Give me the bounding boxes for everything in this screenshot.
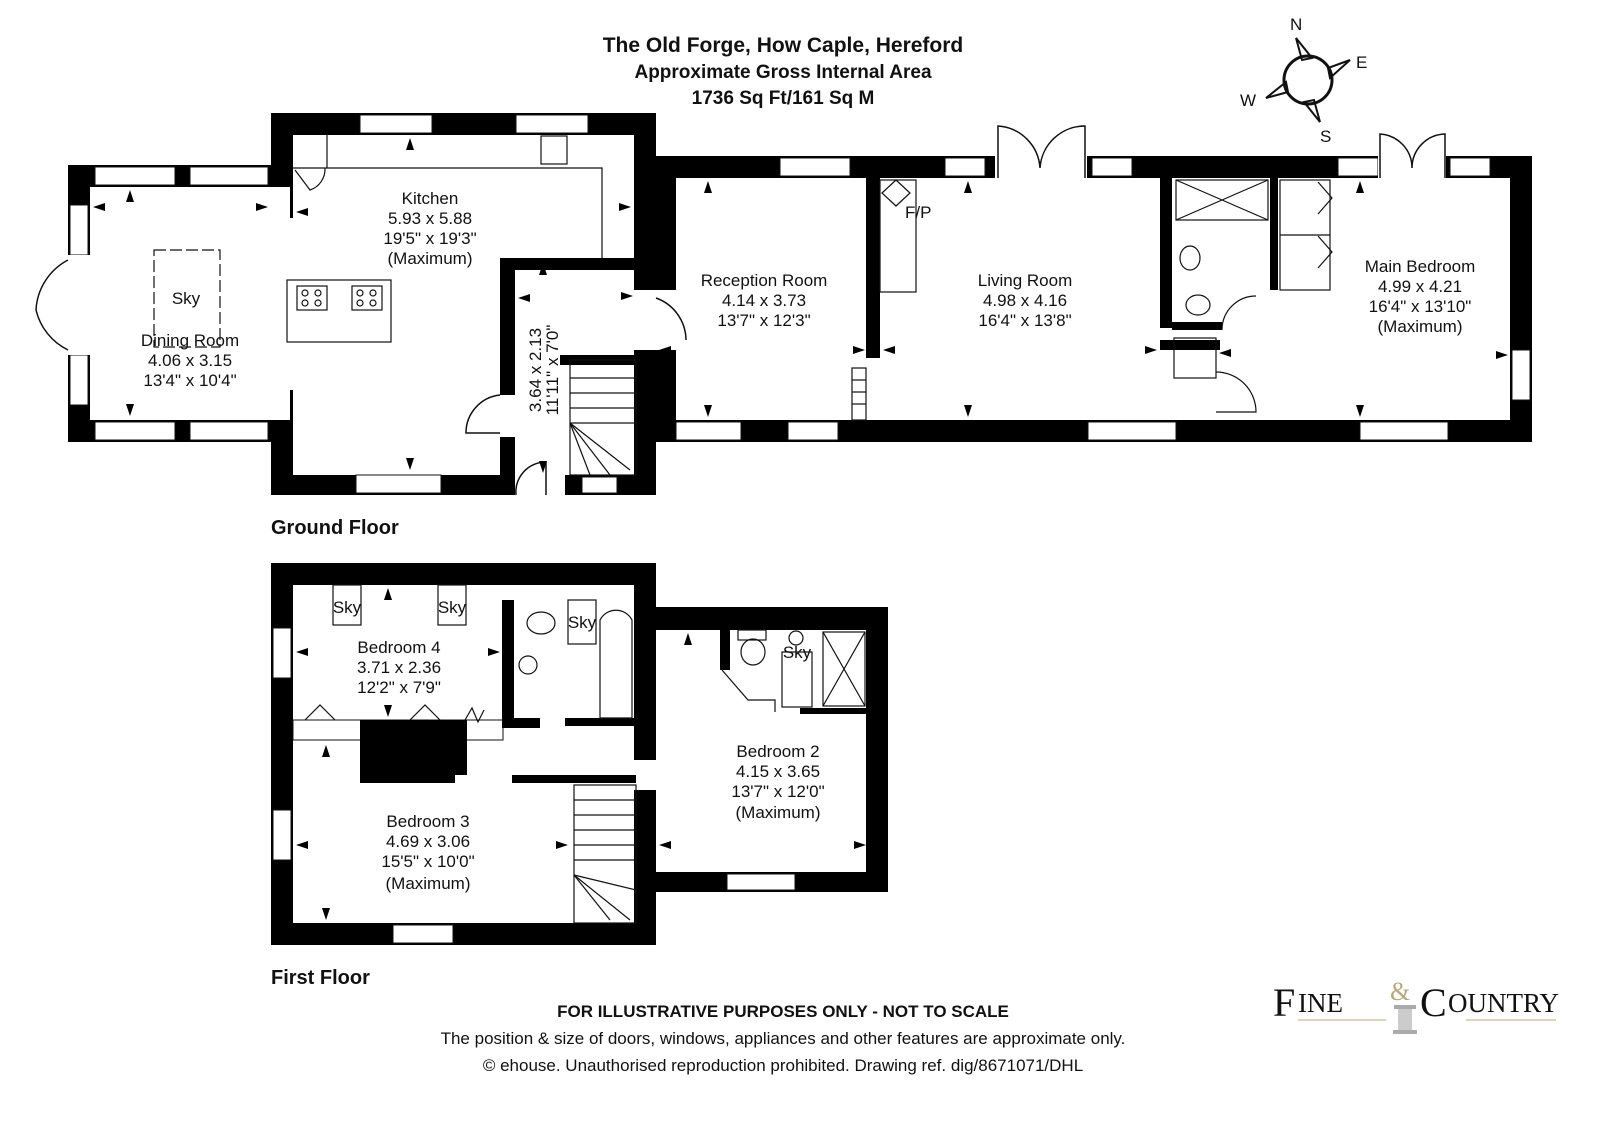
bedroom3-name: Bedroom 3	[386, 812, 469, 831]
reception-room-metric: 4.14 x 3.73	[722, 291, 806, 310]
main-bedroom-imperial: 16'4" x 13'10"	[1369, 297, 1472, 316]
kitchen-imperial: 19'5" x 19'3"	[383, 229, 476, 248]
dining-sky-label: Sky	[172, 289, 201, 308]
plan-subtitle: Approximate Gross Internal Area	[634, 62, 931, 83]
bedroom2-metric: 4.15 x 3.65	[736, 762, 820, 781]
first-floor-labels: Sky Sky Sky Sky Bedroom 4 3.71 x 2.36 12…	[271, 598, 825, 989]
plan-title: The Old Forge, How Caple, Hereford	[603, 34, 964, 57]
compass-n: N	[1290, 15, 1302, 34]
fine-country-logo: F INE & C OUNTRY	[1273, 977, 1559, 1034]
main-bedroom-metric: 4.99 x 4.21	[1378, 277, 1462, 296]
bedroom4-sky-1: Sky	[333, 598, 362, 617]
dining-room-imperial: 13'4" x 10'4"	[143, 371, 236, 390]
living-room-imperial: 16'4" x 13'8"	[978, 311, 1071, 330]
first-floor-walls	[271, 563, 888, 945]
bedroom2-imperial: 13'7" x 12'0"	[731, 782, 824, 801]
dining-room-name: Dining Room	[141, 331, 239, 350]
kitchen-note: (Maximum)	[388, 249, 473, 268]
hall-metric: 3.64 x 2.13	[526, 328, 545, 412]
compass-icon: N E S W	[1240, 15, 1367, 146]
reception-room-imperial: 13'7" x 12'3"	[717, 311, 810, 330]
bedroom3-note: (Maximum)	[386, 874, 471, 893]
fireplace-label: F/P	[905, 203, 931, 222]
hall-imperial: 11'11" x 7'0"	[543, 325, 562, 416]
living-room-metric: 4.98 x 4.16	[983, 291, 1067, 310]
bedroom4-name: Bedroom 4	[357, 638, 440, 657]
kitchen-island	[286, 279, 392, 343]
bedroom4-sky-2: Sky	[438, 598, 467, 617]
first-floor-label: First Floor	[271, 967, 370, 989]
bedroom2-note: (Maximum)	[736, 803, 821, 822]
footer-line-2: The position & size of doors, windows, a…	[441, 1029, 1126, 1048]
bedroom2-name: Bedroom 2	[736, 742, 819, 761]
bedroom3-imperial: 15'5" x 10'0"	[381, 852, 474, 871]
compass-w: W	[1240, 91, 1256, 110]
compass-e: E	[1356, 53, 1367, 72]
main-bedroom-note: (Maximum)	[1378, 317, 1463, 336]
bedroom3-metric: 4.69 x 3.06	[386, 832, 470, 851]
ground-floor-labels: Sky Dining Room 4.06 x 3.15 13'4" x 10'4…	[141, 189, 1475, 539]
bedroom4-imperial: 12'2" x 7'9"	[357, 678, 441, 697]
svg-text:&: &	[1390, 977, 1410, 1006]
ground-floor-label: Ground Floor	[271, 517, 399, 539]
ground-floor-walls	[35, 113, 1532, 496]
plan-area: 1736 Sq Ft/161 Sq M	[692, 88, 875, 109]
compass-s: S	[1320, 127, 1331, 146]
kitchen-metric: 5.93 x 5.88	[388, 209, 472, 228]
bathroom-sky: Sky	[568, 613, 597, 632]
svg-text:C: C	[1420, 980, 1447, 1025]
svg-text:F: F	[1273, 980, 1295, 1025]
reception-room-name: Reception Room	[701, 271, 828, 290]
kitchen-name: Kitchen	[402, 189, 459, 208]
footer-line-3: © ehouse. Unauthorised reproduction proh…	[483, 1056, 1083, 1075]
svg-text:INE: INE	[1298, 988, 1343, 1018]
main-bedroom-name: Main Bedroom	[1365, 257, 1476, 276]
dining-room-metric: 4.06 x 3.15	[148, 351, 232, 370]
ensuite-sky: Sky	[783, 643, 812, 662]
living-room-name: Living Room	[978, 271, 1073, 290]
bedroom4-metric: 3.71 x 2.36	[357, 658, 441, 677]
disclaimer: FOR ILLUSTRATIVE PURPOSES ONLY - NOT TO …	[557, 1002, 1009, 1021]
svg-text:OUNTRY: OUNTRY	[1448, 988, 1559, 1018]
